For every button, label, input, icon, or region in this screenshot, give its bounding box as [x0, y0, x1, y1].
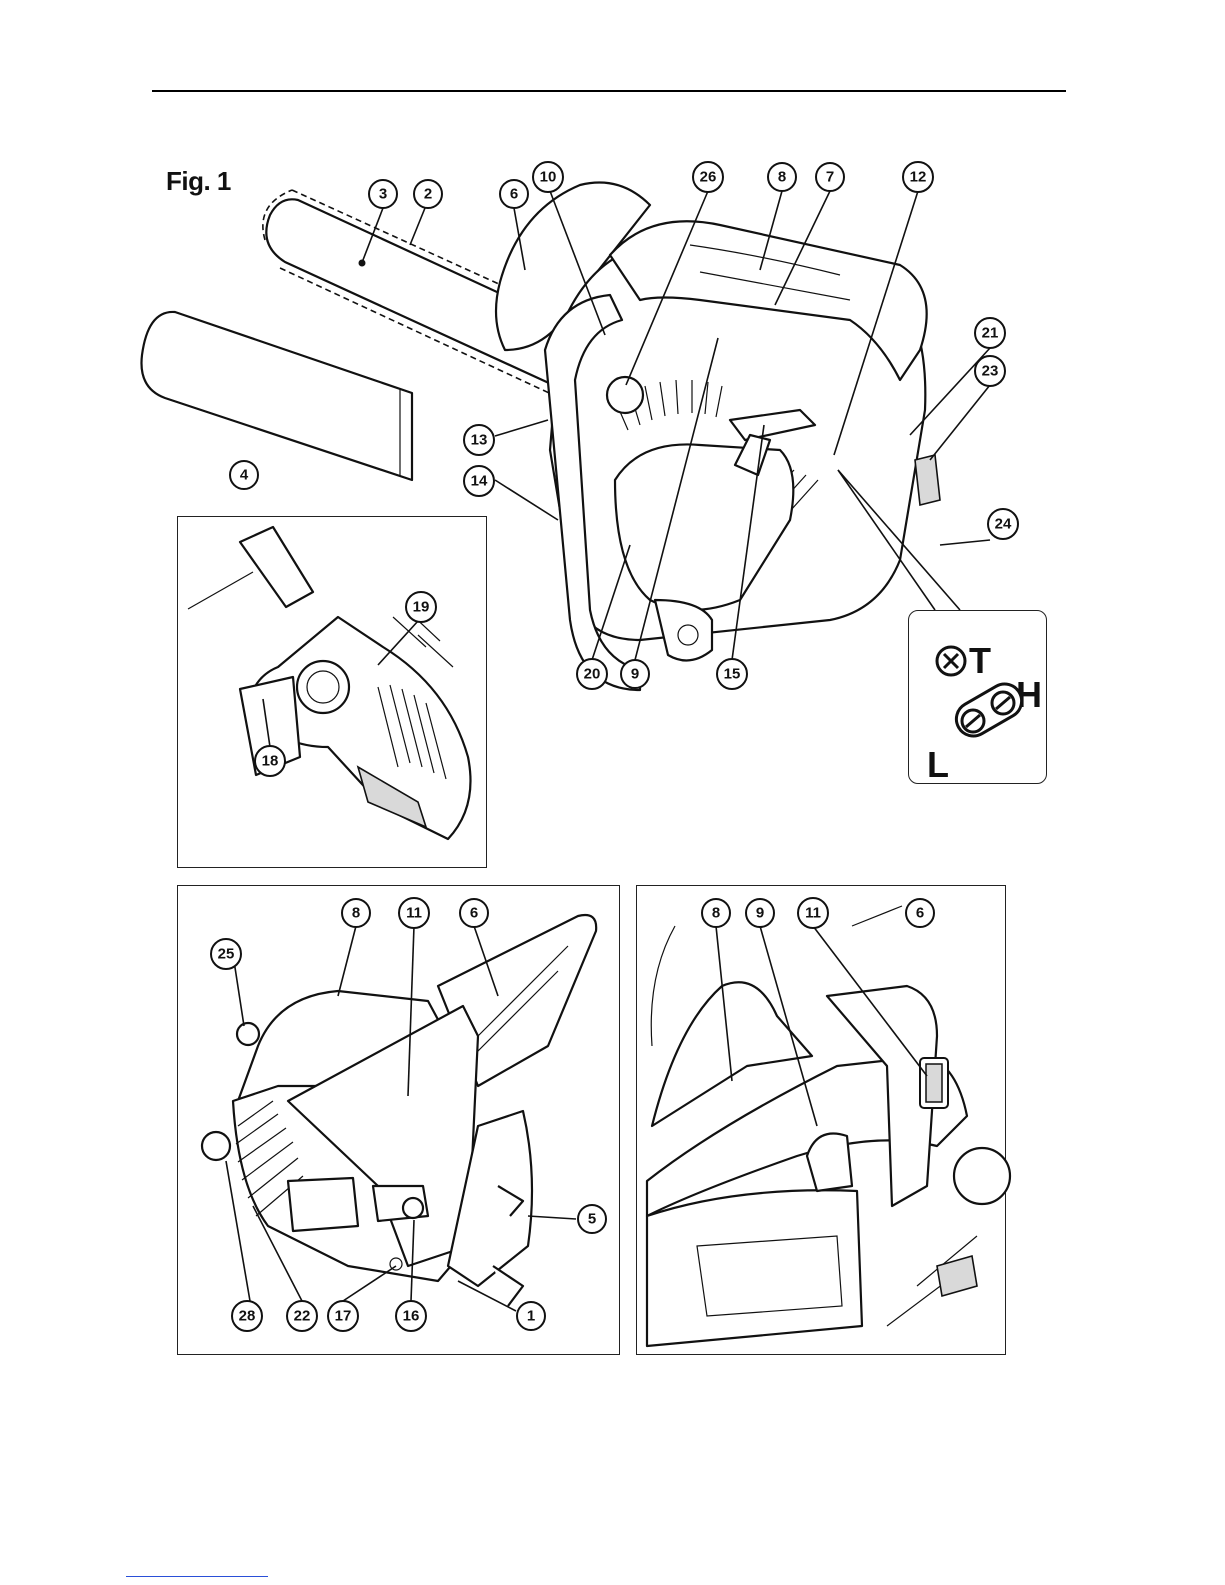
- svg-text:13: 13: [471, 432, 488, 449]
- handle-switch-closeup-panel: 8 9 11 6: [636, 885, 1006, 1355]
- svg-text:22: 22: [294, 1308, 311, 1325]
- callout-6-closeup: 6: [906, 899, 934, 927]
- svg-text:8: 8: [352, 905, 360, 922]
- svg-text:6: 6: [470, 905, 478, 922]
- callout-25: 25: [211, 939, 241, 969]
- callout-24: 24: [988, 509, 1018, 539]
- callout-28: 28: [232, 1301, 262, 1331]
- callout-23: 23: [975, 356, 1005, 386]
- svg-text:12: 12: [910, 169, 927, 186]
- svg-text:6: 6: [510, 186, 518, 203]
- svg-text:2: 2: [424, 186, 432, 203]
- callout-7: 7: [816, 163, 844, 191]
- callout-13: 13: [464, 425, 494, 455]
- callout-16: 16: [396, 1301, 426, 1331]
- chainsaw-side-view-panel: 8 11 6 25 5 28 22 17 16 1: [177, 885, 620, 1355]
- chain-brake-detail-panel: 19 18: [177, 516, 487, 868]
- svg-text:11: 11: [406, 905, 422, 922]
- callout-6-side: 6: [460, 899, 488, 927]
- svg-text:26: 26: [700, 169, 717, 186]
- callout-11-closeup: 11: [798, 898, 828, 928]
- carburetor-screws: T H L: [909, 611, 1048, 785]
- callout-1: 1: [517, 1302, 545, 1330]
- svg-text:19: 19: [413, 599, 430, 616]
- svg-text:1: 1: [527, 1308, 535, 1325]
- label-t: T: [969, 640, 991, 681]
- svg-text:17: 17: [335, 1308, 352, 1325]
- callout-9-closeup: 9: [746, 899, 774, 927]
- callout-12: 12: [903, 162, 933, 192]
- callout-2: 2: [414, 180, 442, 208]
- svg-text:20: 20: [584, 666, 601, 683]
- callout-20: 20: [577, 659, 607, 689]
- guide-bar-cover: [141, 312, 412, 480]
- svg-text:14: 14: [471, 473, 488, 490]
- callout-9: 9: [621, 660, 649, 688]
- callout-26: 26: [693, 162, 723, 192]
- carburetor-adjust-inset: T H L: [908, 610, 1047, 784]
- svg-text:21: 21: [982, 325, 999, 342]
- chain-brake-illustration: 19 18: [178, 517, 488, 869]
- svg-text:28: 28: [239, 1308, 256, 1325]
- svg-text:7: 7: [826, 169, 834, 186]
- svg-text:10: 10: [540, 169, 557, 186]
- rear-cap: [915, 455, 940, 505]
- svg-text:6: 6: [916, 905, 924, 922]
- choke-knob: [607, 377, 643, 413]
- callout-8-closeup: 8: [702, 899, 730, 927]
- callout-5: 5: [578, 1205, 606, 1233]
- callout-15: 15: [717, 659, 747, 689]
- svg-text:18: 18: [262, 753, 279, 770]
- callout-11-side: 11: [399, 898, 429, 928]
- svg-text:8: 8: [712, 905, 720, 922]
- callout-8: 8: [768, 163, 796, 191]
- svg-text:4: 4: [240, 467, 249, 484]
- svg-text:5: 5: [588, 1211, 596, 1228]
- svg-text:8: 8: [778, 169, 786, 186]
- svg-text:25: 25: [218, 946, 235, 963]
- callout-18: 18: [255, 746, 285, 776]
- callout-8-side: 8: [342, 899, 370, 927]
- callout-14: 14: [464, 466, 494, 496]
- callout-17: 17: [328, 1301, 358, 1331]
- svg-text:9: 9: [756, 905, 764, 922]
- svg-text:15: 15: [724, 666, 741, 683]
- footer-rule: [126, 1576, 268, 1577]
- callout-4: 4: [230, 461, 258, 489]
- svg-text:23: 23: [982, 363, 999, 380]
- svg-text:3: 3: [379, 186, 387, 203]
- label-l: L: [927, 744, 949, 785]
- callout-6: 6: [500, 180, 528, 208]
- callout-22: 22: [287, 1301, 317, 1331]
- callout-3: 3: [369, 180, 397, 208]
- svg-text:24: 24: [995, 516, 1012, 533]
- callout-10: 10: [533, 162, 563, 192]
- svg-text:9: 9: [631, 666, 639, 683]
- callout-21: 21: [975, 318, 1005, 348]
- callout-19: 19: [406, 592, 436, 622]
- handle-switch-illustration: 8 9 11 6: [637, 886, 1007, 1356]
- svg-text:16: 16: [403, 1308, 420, 1325]
- chainsaw-side-illustration: 8 11 6 25 5 28 22 17 16 1: [178, 886, 621, 1356]
- svg-text:11: 11: [805, 905, 821, 922]
